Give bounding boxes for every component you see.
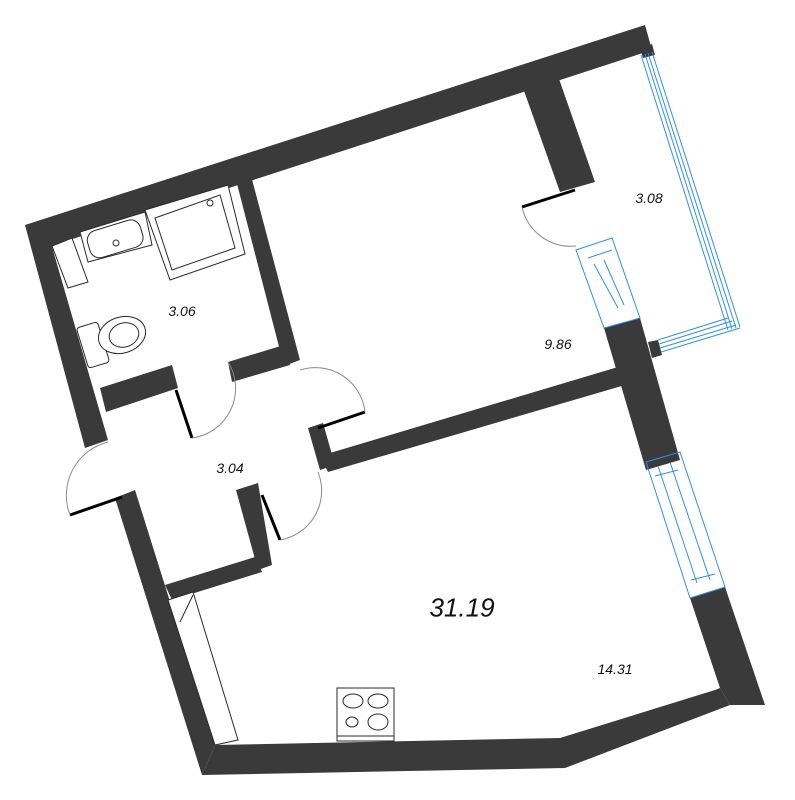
shower-tray-icon [144,184,246,281]
room-area-balcony: 3.08 [635,190,663,206]
wall-left-lower [115,490,215,775]
wall-balcony-corner [640,44,655,58]
door-bedroom [299,367,366,430]
room-area-kitchen-living: 14.31 [597,661,633,677]
kitchen-counter-icon [167,591,239,746]
wall-divider-stub [308,423,335,470]
cabinet-icon [51,237,89,289]
room-area-hallway: 3.04 [216,460,244,476]
wall-bottom [202,688,730,775]
wall-bedroom-living [320,367,625,472]
wall-left-upper [25,225,108,448]
wall-bath-bottom-right [228,345,290,382]
door-living [260,471,323,541]
doors [65,188,577,541]
wall-bath-right [236,172,300,366]
door-entrance [65,441,123,517]
bedroom-balcony-window [575,237,641,329]
living-window [645,451,726,599]
stove-icon [336,687,395,742]
wall-right-middle [604,318,680,470]
door-balcony [521,188,577,247]
wall-balcony-stub [648,340,662,358]
balcony-glazing [640,51,741,353]
wall-hall-pillar [236,483,272,570]
room-area-bathroom: 3.06 [168,303,196,319]
fixtures [51,184,395,746]
wall-hall-bottom [165,557,262,600]
total-area: 31.19 [429,592,495,623]
door-bathroom [174,361,237,439]
wall-bath-bottom-left [100,365,178,412]
windows [575,51,741,599]
washbasin-icon [79,211,153,263]
wall-balcony-partition [523,76,595,192]
wall-right-lower [690,587,765,705]
room-area-bedroom: 9.86 [544,336,572,352]
toilet-icon [76,315,147,369]
wall-top [25,25,652,247]
walls [25,25,765,775]
